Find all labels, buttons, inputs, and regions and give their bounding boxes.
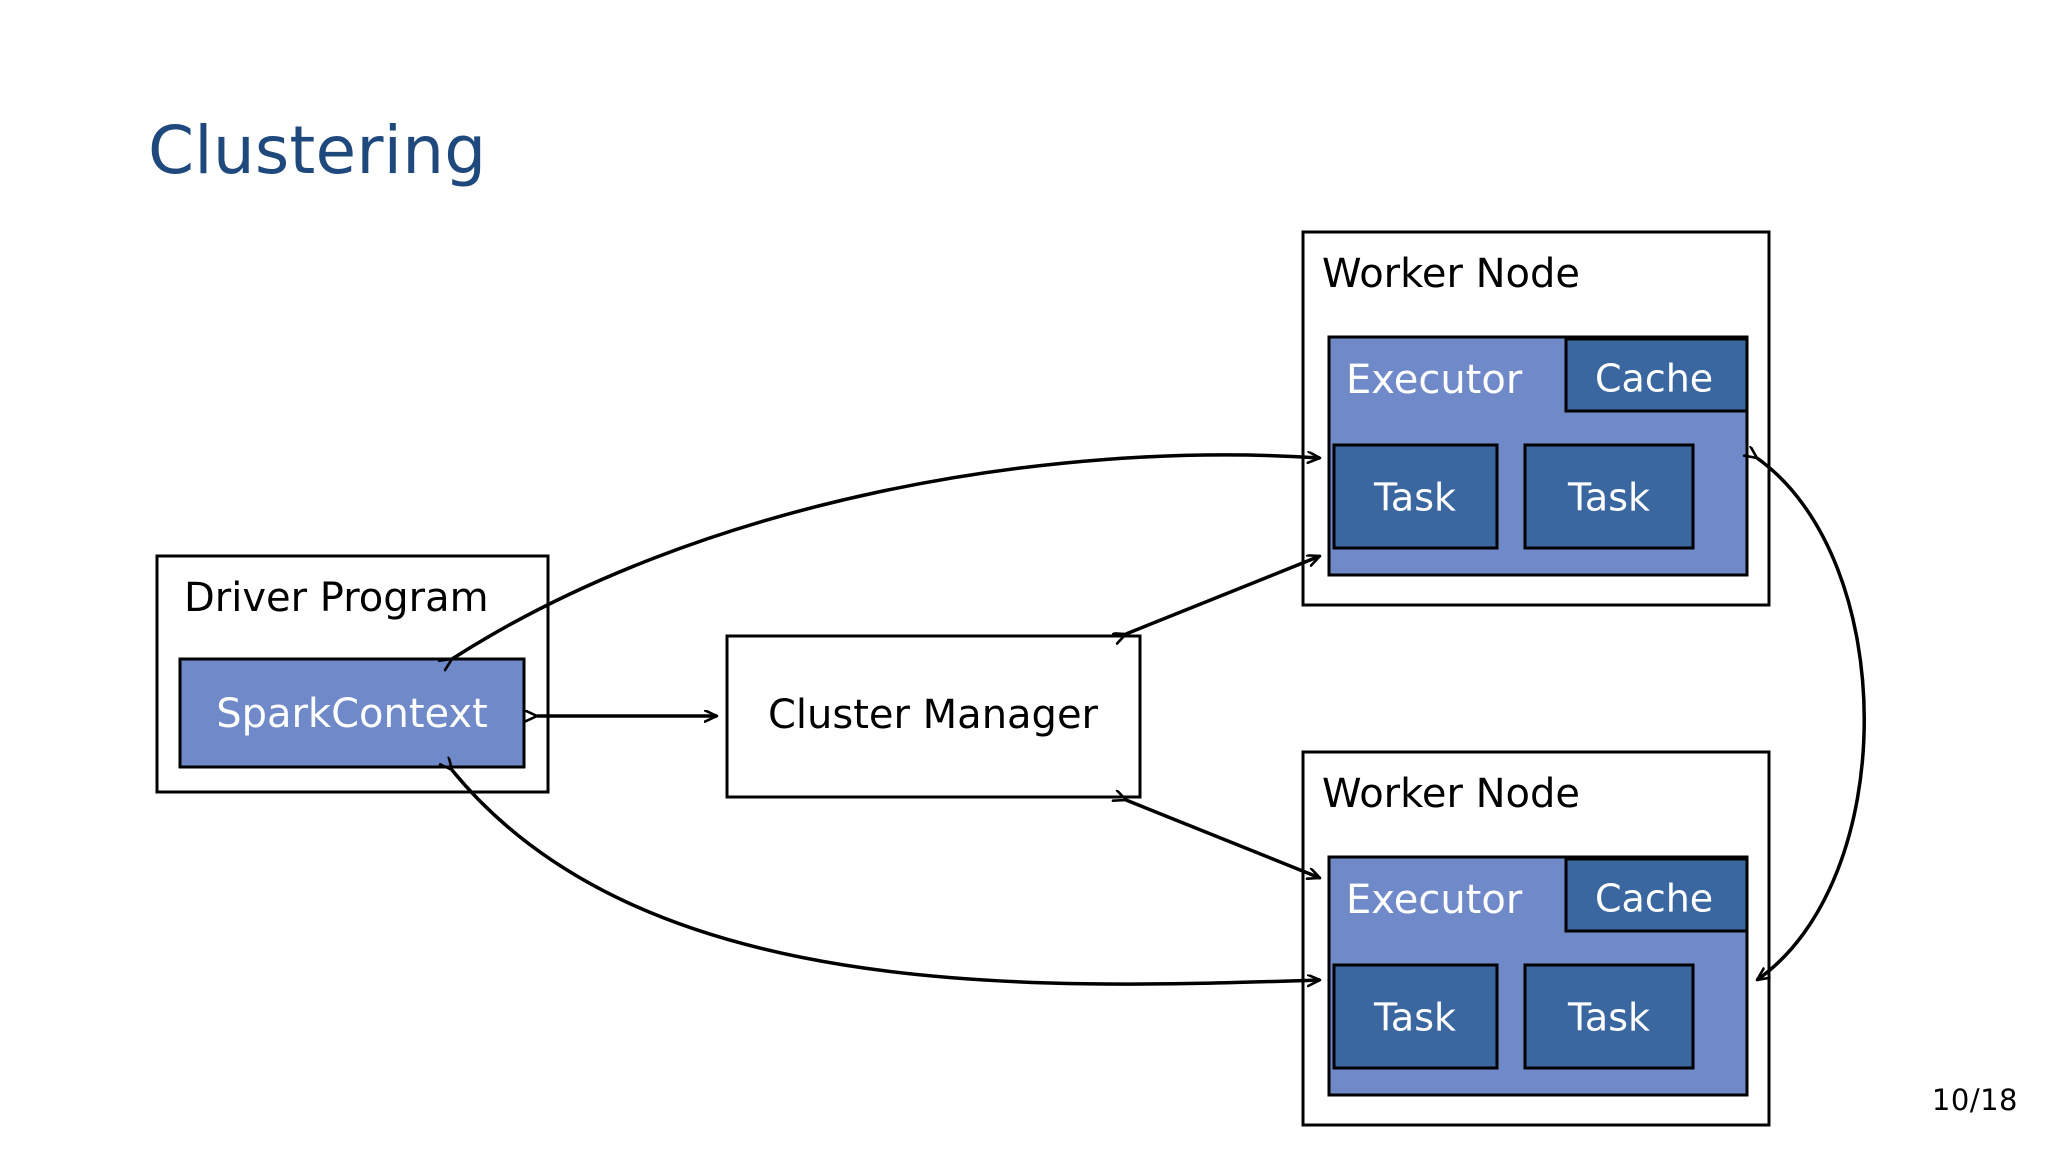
driver-program[interactable]: Driver Program SparkContext	[155, 554, 550, 794]
task-top-2[interactable]: Task	[1523, 443, 1695, 550]
task-bottom-2[interactable]: Task	[1523, 963, 1695, 1070]
spark-context-label: SparkContext	[216, 691, 488, 737]
connector-cluster-manager-worker-top	[1126, 556, 1320, 634]
arrow-cluster-manager-worker-bottom	[1126, 800, 1320, 878]
page-number: 10/18	[1931, 1083, 2018, 1117]
worker-node-top[interactable]: Worker Node Executor Cache Task Task	[1301, 230, 1771, 607]
task-bottom-2-label: Task	[1567, 996, 1650, 1040]
task-bottom-1[interactable]: Task	[1332, 963, 1499, 1070]
worker-node-top-label: Worker Node	[1322, 251, 1580, 297]
cache-top[interactable]: Cache	[1564, 337, 1749, 413]
task-top-2-label: Task	[1567, 476, 1650, 520]
cluster-manager-label: Cluster Manager	[768, 692, 1099, 738]
task-top-1-label: Task	[1373, 476, 1456, 520]
task-bottom-1-box	[1332, 963, 1499, 1070]
arrow-sparkcontext-worker-top	[452, 455, 1320, 659]
arrow-worker-top-worker-bottom	[1757, 458, 1866, 982]
worker-node-bottom-label: Worker Node	[1322, 771, 1580, 817]
spark-context[interactable]: SparkContext	[178, 657, 526, 769]
connector-cluster-manager-worker-bottom	[1126, 800, 1320, 878]
executor-bottom-label: Executor	[1346, 877, 1523, 923]
driver-program-label: Driver Program	[184, 575, 489, 621]
arrow-cluster-manager-worker-top	[1126, 556, 1320, 634]
page-title: Clustering	[148, 112, 487, 189]
connector-sparkcontext-worker-top	[452, 455, 1320, 659]
cache-top-label: Cache	[1595, 357, 1713, 401]
connector-worker-top-worker-bottom	[1757, 458, 1866, 982]
cache-bottom-label: Cache	[1595, 877, 1713, 921]
worker-node-bottom[interactable]: Worker Node Executor Cache Task Task	[1301, 750, 1771, 1127]
task-bottom-2-box	[1523, 963, 1695, 1070]
cache-top-box	[1564, 337, 1749, 413]
task-top-2-box	[1523, 443, 1695, 550]
task-top-1-box	[1332, 443, 1499, 550]
task-bottom-1-label: Task	[1373, 996, 1456, 1040]
connector-sparkcontext-worker-bottom	[452, 770, 1320, 984]
task-top-1[interactable]: Task	[1332, 443, 1499, 550]
cache-bottom[interactable]: Cache	[1564, 857, 1749, 933]
arrow-sparkcontext-worker-bottom	[452, 770, 1320, 984]
executor-top-label: Executor	[1346, 357, 1523, 403]
cluster-manager[interactable]: Cluster Manager	[725, 634, 1142, 799]
